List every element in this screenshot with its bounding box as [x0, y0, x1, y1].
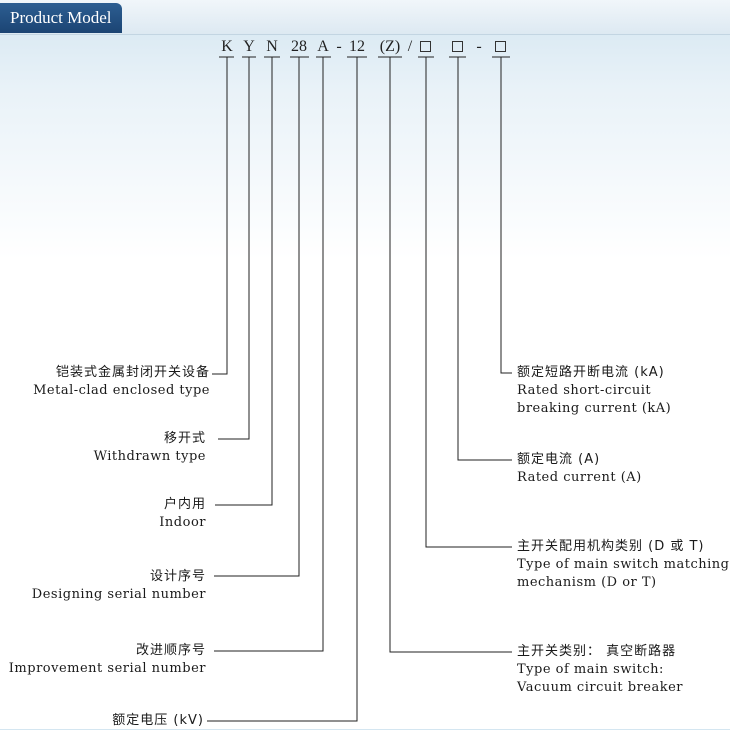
- label-main-switch-zh: 主开关类别： 真空断路器: [517, 644, 677, 659]
- section-title: Product Model: [0, 3, 122, 33]
- connector-box3: [500, 57, 512, 374]
- label-withdrawn-zh: 移开式: [163, 431, 206, 446]
- label-mechanism-type-en2: mechanism (D or T): [517, 575, 657, 590]
- label-withdrawn-en: Withdrawn type: [93, 449, 206, 464]
- code-box-1: [420, 41, 431, 52]
- label-improvement-serial-zh: 改进顺序号: [135, 643, 206, 658]
- label-mechanism-type-en1: Type of main switch matching: [517, 557, 730, 572]
- label-withdrawn: 移开式 Withdrawn type: [94, 430, 206, 466]
- header-bar: Product Model: [0, 0, 730, 35]
- label-main-switch-en2: Vacuum circuit breaker: [517, 680, 684, 695]
- label-design-serial-en: Designing serial number: [31, 587, 206, 602]
- connector-n: [215, 57, 273, 506]
- code-z: (Z): [379, 38, 401, 55]
- connector-y: [218, 57, 250, 440]
- label-mechanism-type-zh: 主开关配用机构类别 (D 或 T): [517, 539, 705, 554]
- label-rated-current-en1: Rated current (A): [517, 470, 642, 485]
- code-box-3: [495, 41, 506, 52]
- connector-a: [214, 57, 324, 652]
- label-indoor: 户内用 Indoor: [159, 496, 206, 532]
- connector-k: [212, 57, 228, 375]
- connector-box2: [457, 57, 512, 461]
- label-main-switch-en1: Type of main switch:: [517, 662, 664, 677]
- label-design-serial-zh: 设计序号: [149, 569, 206, 584]
- code-n: N: [266, 38, 278, 55]
- label-breaking-current: 额定短路开断电流 (kA) Rated short-circuit breaki…: [517, 364, 671, 418]
- label-mechanism-type: 主开关配用机构类别 (D 或 T) Type of main switch ma…: [517, 538, 729, 592]
- connector-12: [207, 57, 358, 722]
- code-k: K: [221, 38, 233, 55]
- label-improvement-serial: 改进顺序号 Improvement serial number: [9, 642, 206, 678]
- code-y: Y: [243, 38, 255, 55]
- label-design-serial: 设计序号 Designing serial number: [32, 568, 206, 604]
- code-dash: -: [336, 38, 342, 55]
- label-rated-current: 额定电流 (A) Rated current (A): [517, 451, 642, 487]
- label-rated-current-zh: 额定电流 (A): [517, 452, 601, 467]
- label-breaking-current-en2: breaking current (kA): [517, 401, 672, 416]
- label-breaking-current-en1: Rated short-circuit: [517, 383, 652, 398]
- label-breaking-current-zh: 额定短路开断电流 (kA): [517, 365, 665, 380]
- code-slash: /: [407, 38, 413, 55]
- code-a: A: [317, 38, 329, 55]
- connector-box1: [425, 57, 512, 548]
- code-12: 12: [349, 38, 365, 55]
- label-metal-clad-zh: 铠装式金属封闭开关设备: [55, 365, 210, 380]
- label-metal-clad: 铠装式金属封闭开关设备 Metal-clad enclosed type: [33, 364, 210, 400]
- connector-28: [214, 57, 300, 577]
- label-indoor-en: Indoor: [159, 515, 206, 530]
- label-main-switch: 主开关类别： 真空断路器 Type of main switch: Vacuum…: [517, 643, 683, 697]
- label-improvement-serial-en: Improvement serial number: [8, 661, 206, 676]
- label-indoor-zh: 户内用: [163, 497, 206, 512]
- code-box-2: [452, 41, 463, 52]
- label-rated-voltage-zh: 额定电压 (kV): [112, 713, 204, 728]
- label-rated-voltage: 额定电压 (kV): [112, 712, 204, 730]
- label-metal-clad-en: Metal-clad enclosed type: [33, 383, 210, 398]
- code-dash-2: -: [476, 38, 482, 55]
- code-28: 28: [291, 38, 307, 55]
- connector-z: [389, 57, 512, 653]
